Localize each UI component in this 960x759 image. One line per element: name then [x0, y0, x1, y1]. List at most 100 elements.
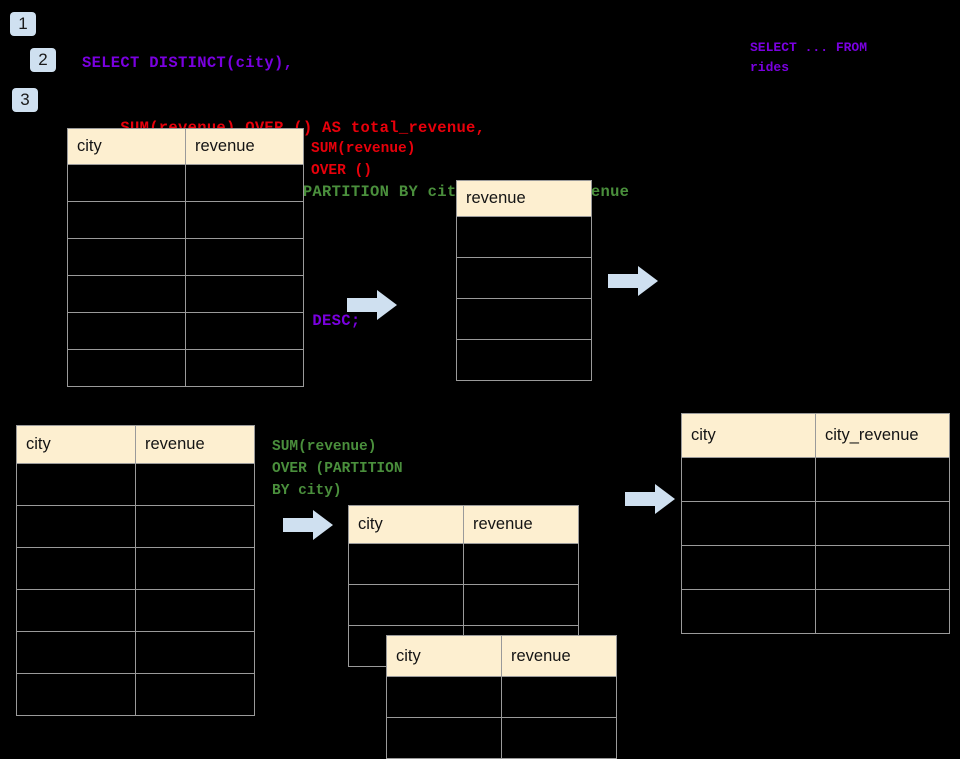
- cell-city: [386, 676, 502, 718]
- table-row: [16, 463, 255, 506]
- cell-revenue: [463, 584, 579, 626]
- arrow-source-to-partition: [283, 510, 333, 540]
- cell-city-revenue: [815, 501, 950, 546]
- table-header-row: city revenue: [386, 635, 617, 677]
- table-header-row: city revenue: [67, 128, 304, 165]
- cell-city: [67, 164, 186, 202]
- cell-revenue: [185, 275, 304, 313]
- cell-city: [16, 631, 136, 674]
- table-header-row: city revenue: [16, 425, 255, 464]
- step-badge-2[interactable]: 2: [30, 48, 56, 72]
- cell-revenue: [185, 312, 304, 350]
- partition-table-front: city revenue: [386, 635, 617, 759]
- cell-city: [16, 463, 136, 506]
- cell-revenue: [185, 349, 304, 387]
- cell-city: [681, 545, 816, 590]
- column-header-city-revenue: city_revenue: [815, 413, 950, 458]
- column-header-revenue: revenue: [185, 128, 304, 165]
- cell-city: [67, 201, 186, 239]
- cell-revenue: [185, 201, 304, 239]
- table-row: [67, 275, 304, 313]
- table-row: [681, 589, 950, 634]
- cell-revenue: [456, 339, 592, 381]
- arrow-partition-to-result: [625, 484, 675, 514]
- column-header-city: city: [348, 505, 464, 544]
- cell-city: [16, 547, 136, 590]
- cell-revenue: [135, 505, 255, 548]
- cell-revenue: [501, 717, 617, 759]
- arrow-total-to-result: [608, 266, 658, 296]
- table-header-row: city revenue: [348, 505, 579, 544]
- cell-revenue: [135, 673, 255, 716]
- table-row: [681, 457, 950, 502]
- total-revenue-table: revenue: [456, 180, 592, 381]
- cell-city: [16, 505, 136, 548]
- table-row: [16, 589, 255, 632]
- cell-revenue: [135, 589, 255, 632]
- table-row: [456, 339, 592, 381]
- column-header-city: city: [681, 413, 816, 458]
- table-row: [348, 584, 579, 626]
- step-badge-1[interactable]: 1: [10, 12, 36, 36]
- result-table: city city_revenue: [681, 413, 950, 634]
- source-table-bottom: city revenue: [16, 425, 255, 716]
- table-row: [16, 631, 255, 674]
- table-row: [16, 547, 255, 590]
- cell-city: [16, 589, 136, 632]
- cell-city-revenue: [815, 589, 950, 634]
- cell-city: [67, 275, 186, 313]
- cell-city: [67, 312, 186, 350]
- table-header-row: city city_revenue: [681, 413, 950, 458]
- table-row: [456, 216, 592, 258]
- table-row: [67, 349, 304, 387]
- annotation-sum-over-empty: SUM(revenue) OVER (): [311, 141, 416, 179]
- column-header-revenue: revenue: [463, 505, 579, 544]
- cell-city: [348, 543, 464, 585]
- table-row: [681, 545, 950, 590]
- cell-city-revenue: [815, 545, 950, 590]
- cell-city: [67, 238, 186, 276]
- cell-revenue: [185, 164, 304, 202]
- sql-line-1: SELECT DISTINCT(city),: [82, 54, 294, 72]
- table-row: [456, 257, 592, 299]
- cell-city: [16, 673, 136, 716]
- column-header-revenue: revenue: [135, 425, 255, 464]
- table-header-row: revenue: [456, 180, 592, 217]
- cell-city: [681, 457, 816, 502]
- cell-city: [386, 717, 502, 759]
- cell-revenue: [456, 298, 592, 340]
- cell-revenue: [501, 676, 617, 718]
- cell-city-revenue: [815, 457, 950, 502]
- cell-revenue: [456, 257, 592, 299]
- table-row: [681, 501, 950, 546]
- column-header-revenue: revenue: [501, 635, 617, 677]
- table-row: [348, 543, 579, 585]
- table-row: [67, 201, 304, 239]
- column-header-revenue: revenue: [456, 180, 592, 217]
- table-row: [16, 505, 255, 548]
- cell-revenue: [185, 238, 304, 276]
- table-row: [386, 717, 617, 759]
- table-row: [16, 673, 255, 716]
- cell-revenue: [456, 216, 592, 258]
- cell-city: [681, 501, 816, 546]
- partition-table-back: city revenue: [348, 505, 579, 667]
- arrow-source-to-total: [347, 290, 397, 320]
- cell-city: [67, 349, 186, 387]
- table-row: [67, 238, 304, 276]
- cell-revenue: [135, 631, 255, 674]
- column-header-city: city: [16, 425, 136, 464]
- column-header-city: city: [67, 128, 186, 165]
- table-row: [67, 164, 304, 202]
- annotation-select-from-rides: SELECT ... FROM rides: [750, 40, 868, 75]
- cell-city: [348, 584, 464, 626]
- cell-city: [681, 589, 816, 634]
- table-row: [386, 676, 617, 718]
- column-header-city: city: [386, 635, 502, 677]
- step-badge-3[interactable]: 3: [12, 88, 38, 112]
- annotation-sum-over-partition: SUM(revenue) OVER (PARTITION BY city): [272, 439, 403, 499]
- cell-revenue: [135, 547, 255, 590]
- source-table-top: city revenue: [67, 128, 304, 387]
- cell-revenue: [463, 543, 579, 585]
- table-row: [67, 312, 304, 350]
